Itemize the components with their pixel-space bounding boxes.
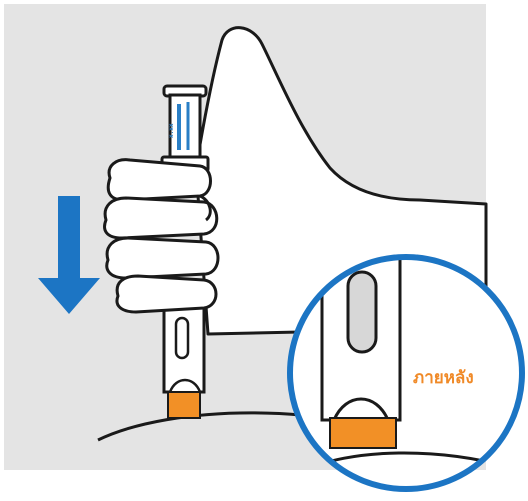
magnified-orange-tip <box>330 418 396 448</box>
pen-viewing-window <box>176 318 188 358</box>
dose-scale-marking: x.xx <box>168 123 175 138</box>
pen-orange-tip <box>168 392 200 418</box>
magnified-viewing-window <box>348 272 376 352</box>
after-label: ภายหลัง <box>413 364 474 391</box>
